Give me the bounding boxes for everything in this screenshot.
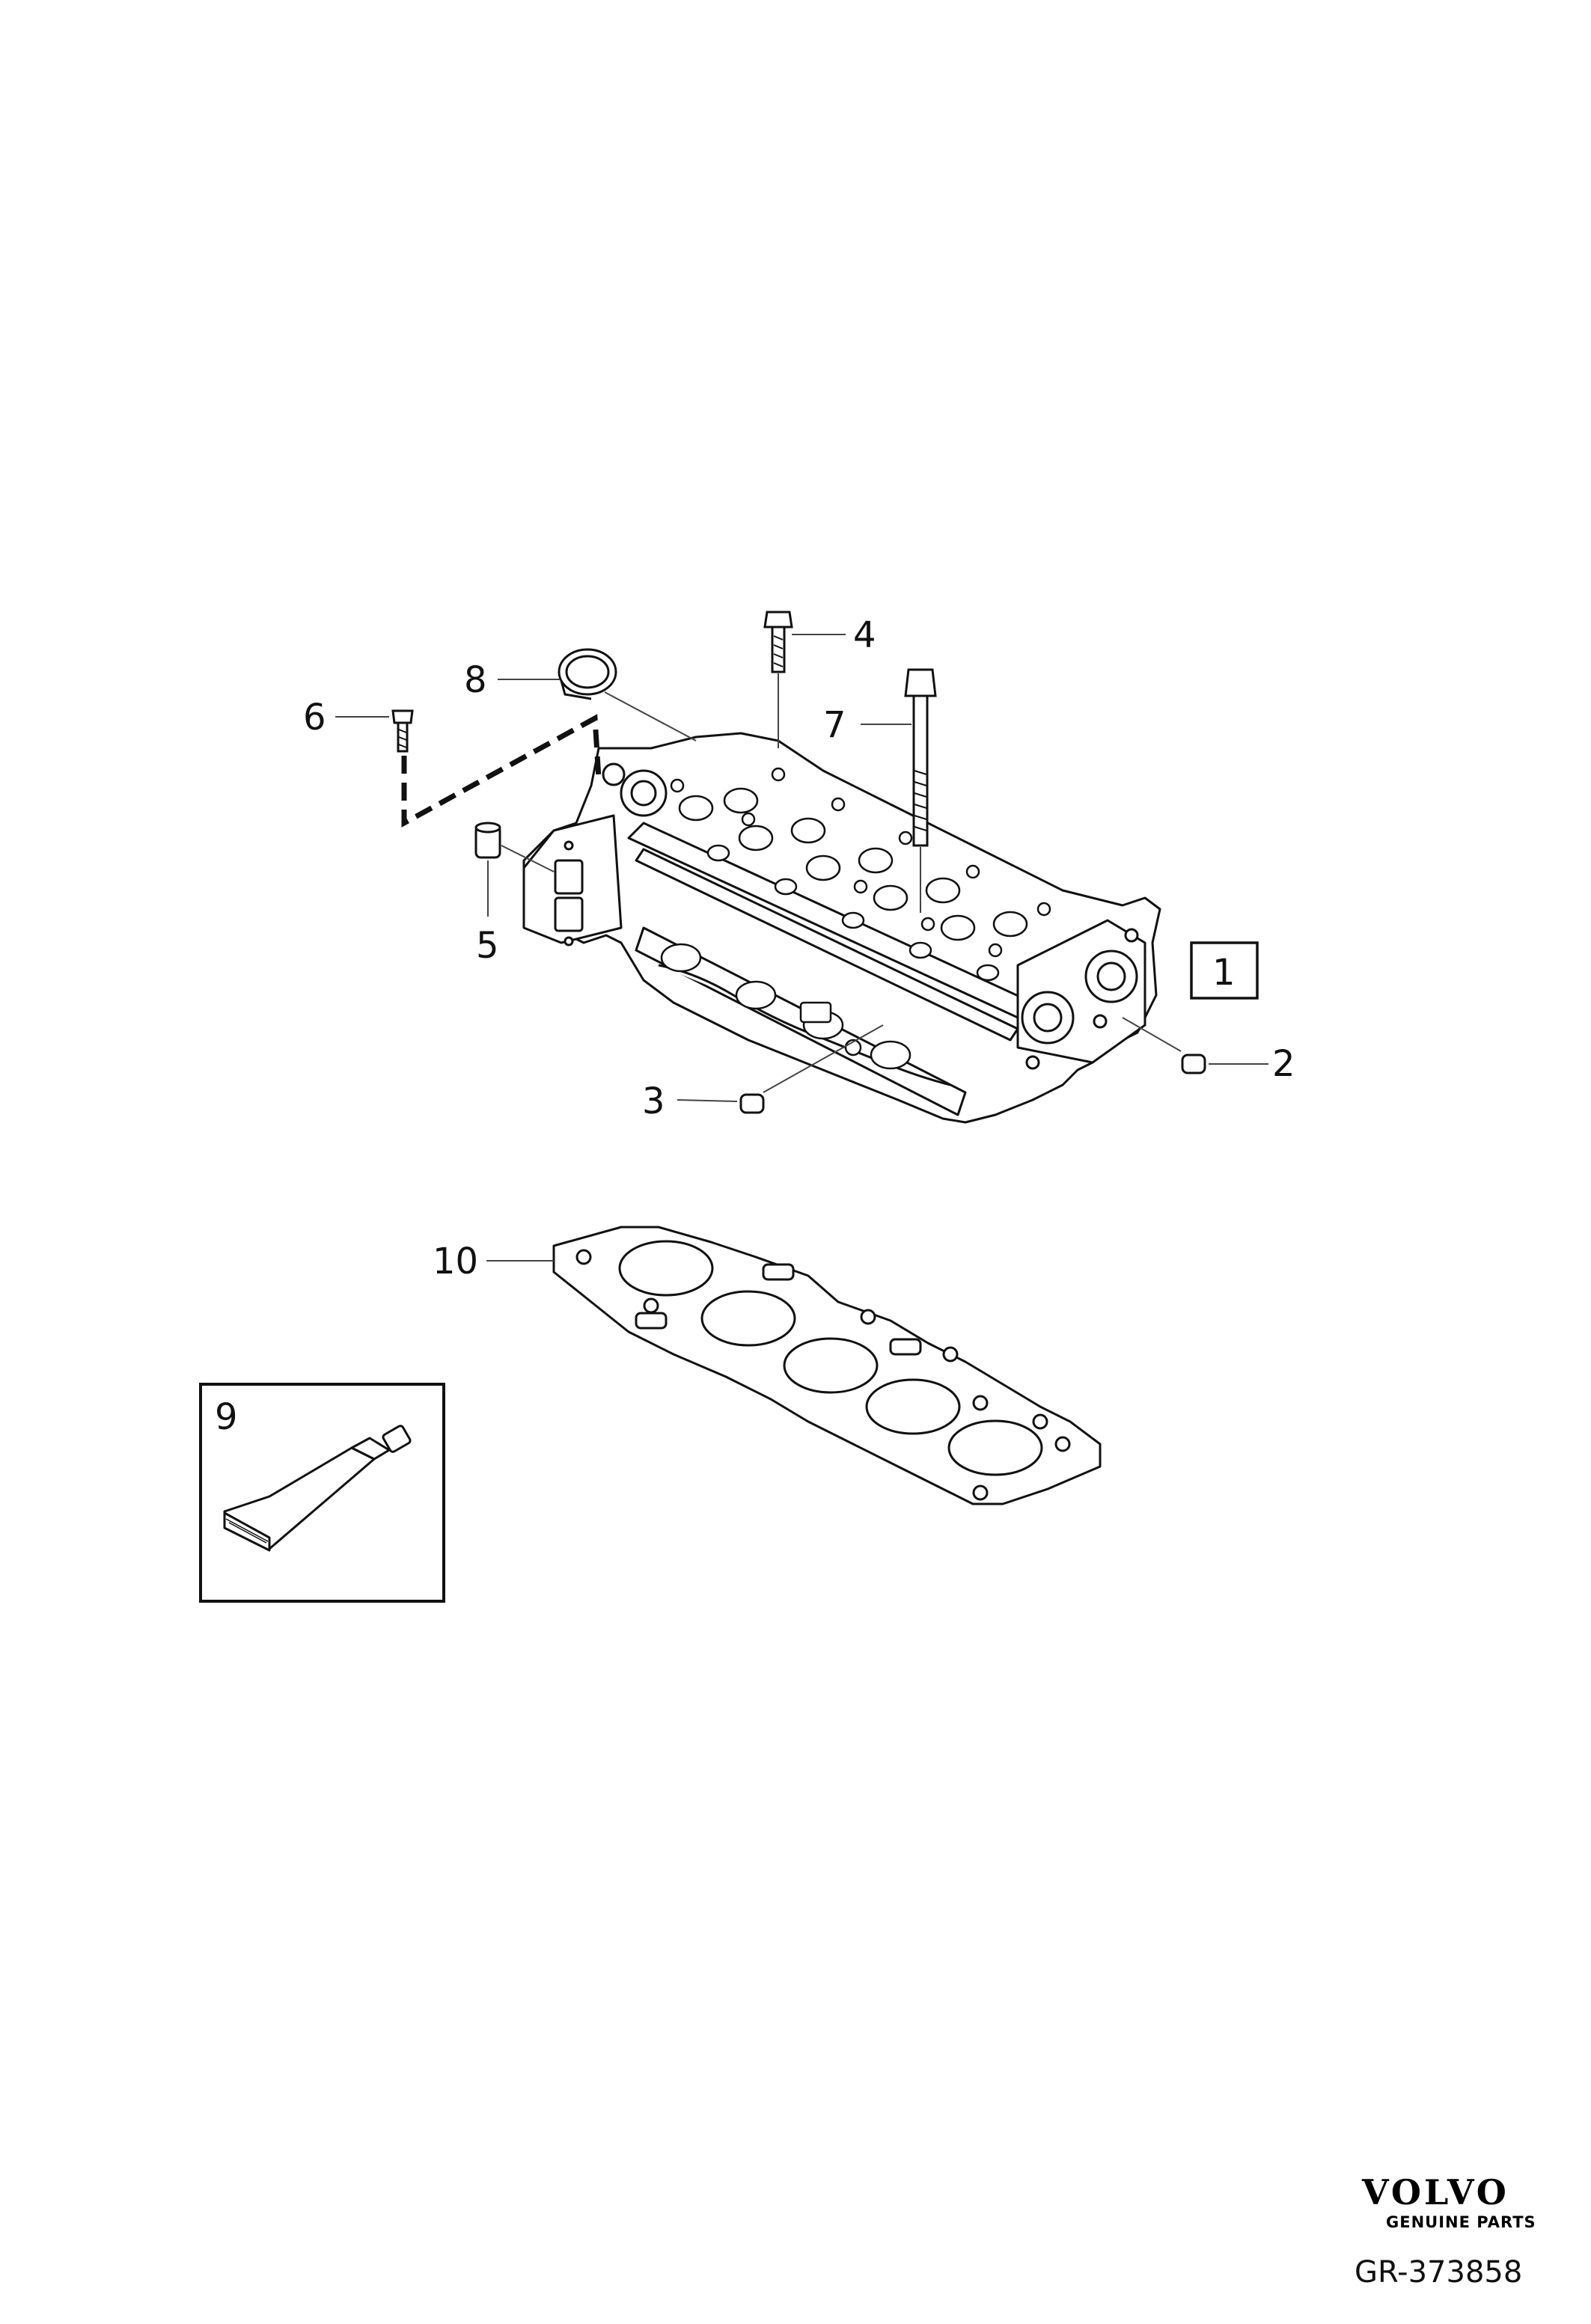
callout-7: 7 <box>823 704 846 746</box>
svg-text:VOLVO: VOLVO <box>1361 2172 1509 2213</box>
head-bolt-7 <box>904 668 937 847</box>
sealant-tube-icon <box>223 1425 412 1552</box>
callout-9: 9 <box>215 1396 238 1438</box>
svg-text:GENUINE PARTS: GENUINE PARTS <box>1386 2213 1536 2231</box>
leader-line-3b <box>763 1024 884 1093</box>
leader-line-3 <box>677 1099 738 1102</box>
dowel-pin-3 <box>739 1093 765 1114</box>
leader-line-2b <box>1122 1017 1182 1052</box>
callout-10: 10 <box>433 1241 478 1282</box>
bolt-4 <box>763 611 793 673</box>
callout-5: 5 <box>476 925 499 967</box>
callout-1-box <box>1190 941 1259 1000</box>
leader-line-8b <box>604 691 697 741</box>
drawing-number: GR-373858 <box>1355 2255 1522 2290</box>
callout-1: 1 <box>1212 952 1236 994</box>
volvo-logo: VOLVO GENUINE PARTS <box>1361 2172 1536 2231</box>
dashed-assembly-line-6 <box>401 714 602 828</box>
cylinder-head <box>522 732 1161 1124</box>
dowel-pin-2 <box>1181 1054 1206 1074</box>
callout-4: 4 <box>853 614 876 656</box>
intake-ports <box>660 943 911 1070</box>
callout-6: 6 <box>303 697 326 739</box>
leader-line-5b <box>501 845 555 872</box>
seal-ring-8 <box>558 648 617 700</box>
callout-3: 3 <box>642 1080 665 1122</box>
camshaft-bores <box>670 767 1051 982</box>
screw-6 <box>391 709 414 753</box>
callout-8: 8 <box>464 659 487 701</box>
sleeve-5 <box>474 822 501 859</box>
head-gasket-10 <box>552 1226 1102 1505</box>
callout-2: 2 <box>1272 1043 1295 1085</box>
